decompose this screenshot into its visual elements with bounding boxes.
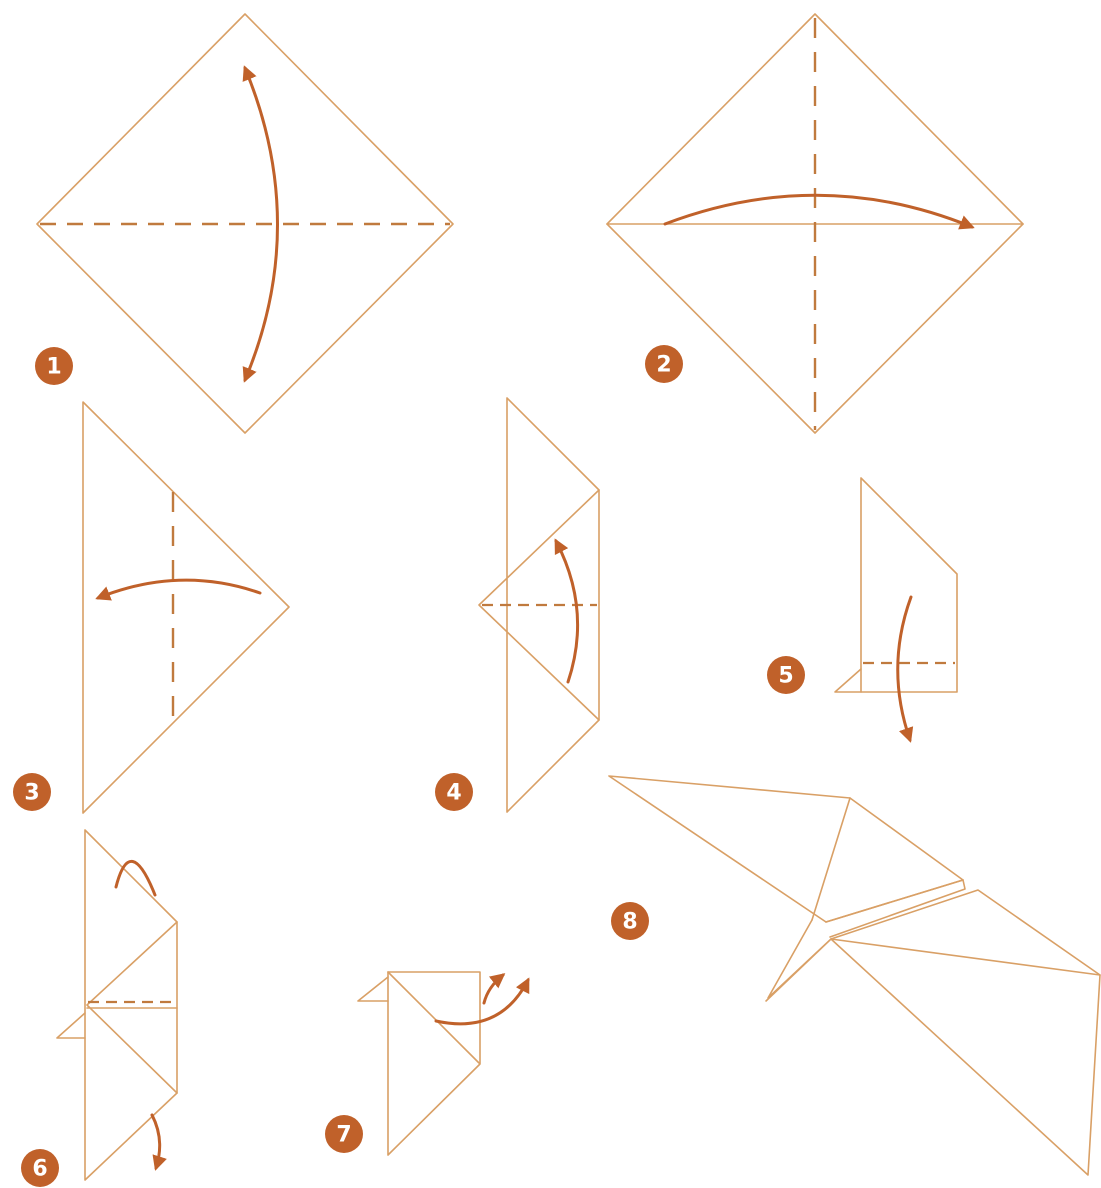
step-badge-7: 7 — [325, 1115, 363, 1153]
step-badge-3: 3 — [13, 773, 51, 811]
step-number: 6 — [32, 1157, 47, 1182]
step-4-diagram — [479, 398, 599, 812]
step-badge-8: 8 — [611, 902, 649, 940]
paper-outline — [861, 478, 957, 692]
step-number: 4 — [446, 781, 461, 806]
step-number: 7 — [336, 1123, 351, 1148]
folded-flap — [388, 972, 479, 1063]
step-number: 5 — [778, 664, 793, 689]
step-badge-1: 1 — [35, 347, 73, 385]
tail-flap — [835, 669, 861, 692]
step-5-diagram — [835, 478, 957, 740]
fold-arrow — [665, 195, 972, 227]
fold-arrow-long — [436, 980, 528, 1024]
step-badge-4: 4 — [435, 773, 473, 811]
fold-arrow — [556, 541, 578, 682]
fold-arrow — [898, 597, 911, 740]
step-badge-5: 5 — [767, 656, 805, 694]
step-badge-2: 2 — [645, 345, 683, 383]
fold-arrow-short — [484, 975, 503, 1003]
step-3-diagram — [83, 402, 289, 813]
step-number: 3 — [24, 781, 39, 806]
step-number: 8 — [622, 910, 637, 935]
step-1-diagram — [37, 14, 453, 433]
step-number: 1 — [46, 355, 61, 380]
step-8-diagram — [609, 776, 1100, 1175]
fold-arrow-bottom — [152, 1115, 160, 1168]
paper-outline — [85, 830, 177, 1180]
tail-flap — [57, 1013, 85, 1038]
paper-triangle — [83, 402, 289, 813]
tail-flap — [358, 977, 388, 1001]
step-7-diagram — [358, 972, 528, 1155]
wing-joint — [826, 880, 965, 937]
paper-outline — [388, 972, 480, 1155]
body — [766, 920, 831, 1001]
fold-arrow — [98, 580, 260, 598]
right-wing-crease — [831, 939, 1100, 975]
right-wing — [831, 890, 1100, 1175]
step-number: 2 — [656, 353, 671, 378]
step-badge-6: 6 — [21, 1149, 59, 1187]
step-6-diagram — [57, 830, 177, 1180]
left-wing-crease — [812, 798, 850, 920]
left-wing — [609, 776, 963, 922]
